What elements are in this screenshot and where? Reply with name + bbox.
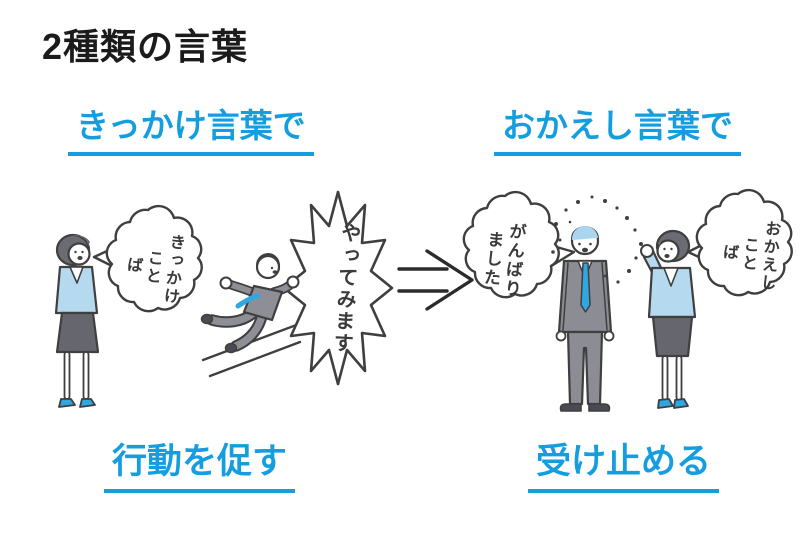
speech-bubble-kikkake [92,204,203,313]
page-title: 2種類の言葉 [42,26,249,67]
speech-bubble-okaeshi [686,188,793,297]
woman-replying-illustration [640,229,697,409]
label-acknowledge: 受け止める [528,433,720,493]
cloud-bubble-ganbari [462,190,576,299]
running-man-illustration [200,253,300,354]
bubble-text-ganbari: がんばり ました [480,221,527,300]
bubble-text-okaeshi: おかえし こと ば [719,219,781,293]
label-return-words: おかえし言葉で [494,99,741,156]
sparkle-dots-icon [551,195,643,284]
label-trigger-words: きっかけ言葉で [68,99,314,156]
double-arrow-icon [397,249,474,311]
bubble-text-kikkake: きっかけ こと ば [123,232,185,307]
standing-man-illustration [555,225,615,412]
woman-speaking-illustration [54,233,100,408]
label-prompt-action: 行動を促す [104,433,296,493]
